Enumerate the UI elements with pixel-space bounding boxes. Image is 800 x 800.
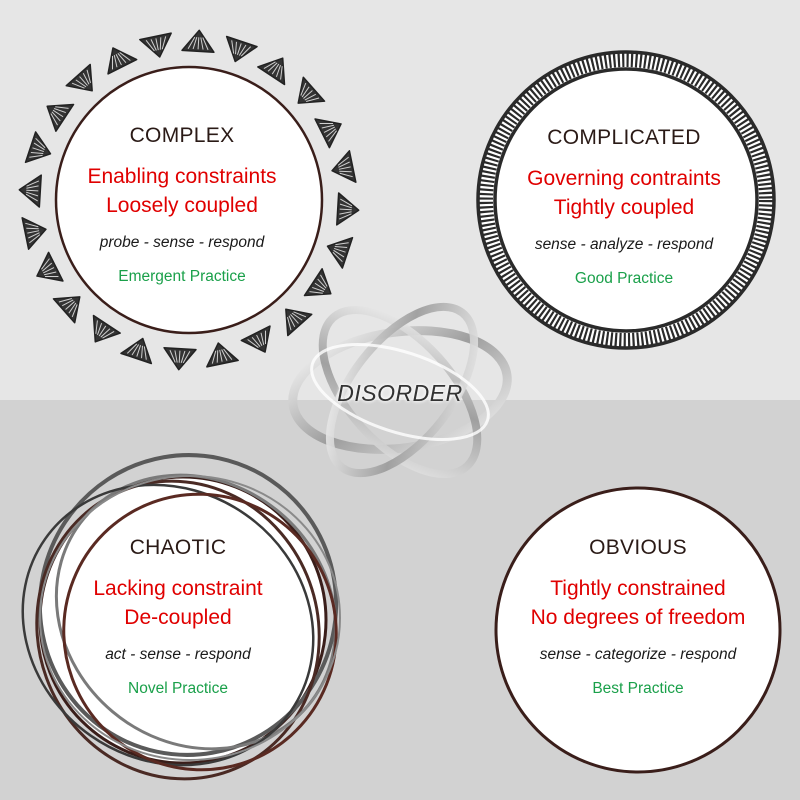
- triangle-ornament: [285, 308, 313, 337]
- triangle-ornament: [163, 347, 197, 371]
- chaotic-coupling: De-coupled: [124, 606, 232, 629]
- complex-domain: COMPLEX Enabling constraints Loosely cou…: [32, 124, 332, 286]
- chaotic-rings: [21, 453, 341, 781]
- triangle-ornament: [92, 314, 121, 343]
- complicated-practice: Good Practice: [574, 270, 674, 287]
- triangle-ornament: [139, 32, 172, 58]
- triangle-ornament: [206, 342, 239, 368]
- complicated-domain: COMPLICATED Governing contraints Tightly…: [474, 126, 774, 288]
- triangle-ornament: [46, 103, 75, 132]
- triangle-ornament: [303, 268, 332, 297]
- complex-triangle-ring: [18, 29, 360, 371]
- complex-coupling: Loosely coupled: [106, 194, 258, 217]
- complicated-coupling: Tightly coupled: [553, 196, 695, 219]
- triangle-ornament: [36, 251, 64, 282]
- obvious-constraint: Tightly constrained: [550, 577, 726, 600]
- triangle-ornament: [107, 47, 138, 75]
- triangle-ornament: [257, 57, 286, 86]
- triangle-ornament: [52, 296, 81, 324]
- triangle-ornament: [225, 35, 258, 63]
- complicated-method: sense - analyze - respond: [534, 236, 714, 253]
- triangle-ornament: [336, 192, 360, 226]
- triangle-ornament: [65, 63, 93, 92]
- complicated-constraint: Governing contraints: [527, 167, 721, 190]
- obvious-title: OBVIOUS: [589, 536, 687, 559]
- chaotic-title: CHAOTIC: [129, 536, 227, 559]
- triangle-ornament: [297, 76, 326, 104]
- complex-circle: [54, 65, 324, 335]
- disorder-label: DISORDER: [337, 380, 463, 406]
- triangle-ornament: [326, 236, 354, 269]
- complicated-title: COMPLICATED: [547, 126, 701, 149]
- chaotic-practice: Novel Practice: [128, 680, 228, 697]
- triangle-ornament: [120, 337, 153, 365]
- complex-method: probe - sense - respond: [99, 234, 265, 251]
- complex-practice: Emergent Practice: [118, 268, 246, 285]
- obvious-coupling: No degrees of freedom: [530, 606, 746, 629]
- complex-title: COMPLEX: [129, 124, 235, 147]
- triangle-ornament: [21, 217, 47, 250]
- triangle-ornament: [331, 150, 357, 183]
- triangle-ornament: [24, 131, 52, 164]
- obvious-practice: Best Practice: [592, 680, 684, 697]
- complex-constraint: Enabling constraints: [87, 165, 277, 188]
- triangle-ornament: [314, 118, 342, 149]
- triangle-ornament: [18, 174, 42, 208]
- triangle-ornament: [181, 29, 215, 53]
- chaotic-domain: CHAOTIC Lacking constraint De-coupled ac…: [28, 536, 328, 698]
- complicated-hatch-ring: [479, 53, 773, 347]
- chaotic-constraint: Lacking constraint: [93, 577, 263, 600]
- triangle-ornament: [240, 325, 271, 353]
- complicated-circle: [493, 67, 759, 333]
- chaotic-method: act - sense - respond: [105, 646, 251, 663]
- obvious-method: sense - categorize - respond: [539, 646, 737, 663]
- obvious-circle: [494, 486, 782, 774]
- disorder-orbits: [288, 302, 512, 479]
- obvious-domain: OBVIOUS Tightly constrained No degrees o…: [488, 536, 788, 698]
